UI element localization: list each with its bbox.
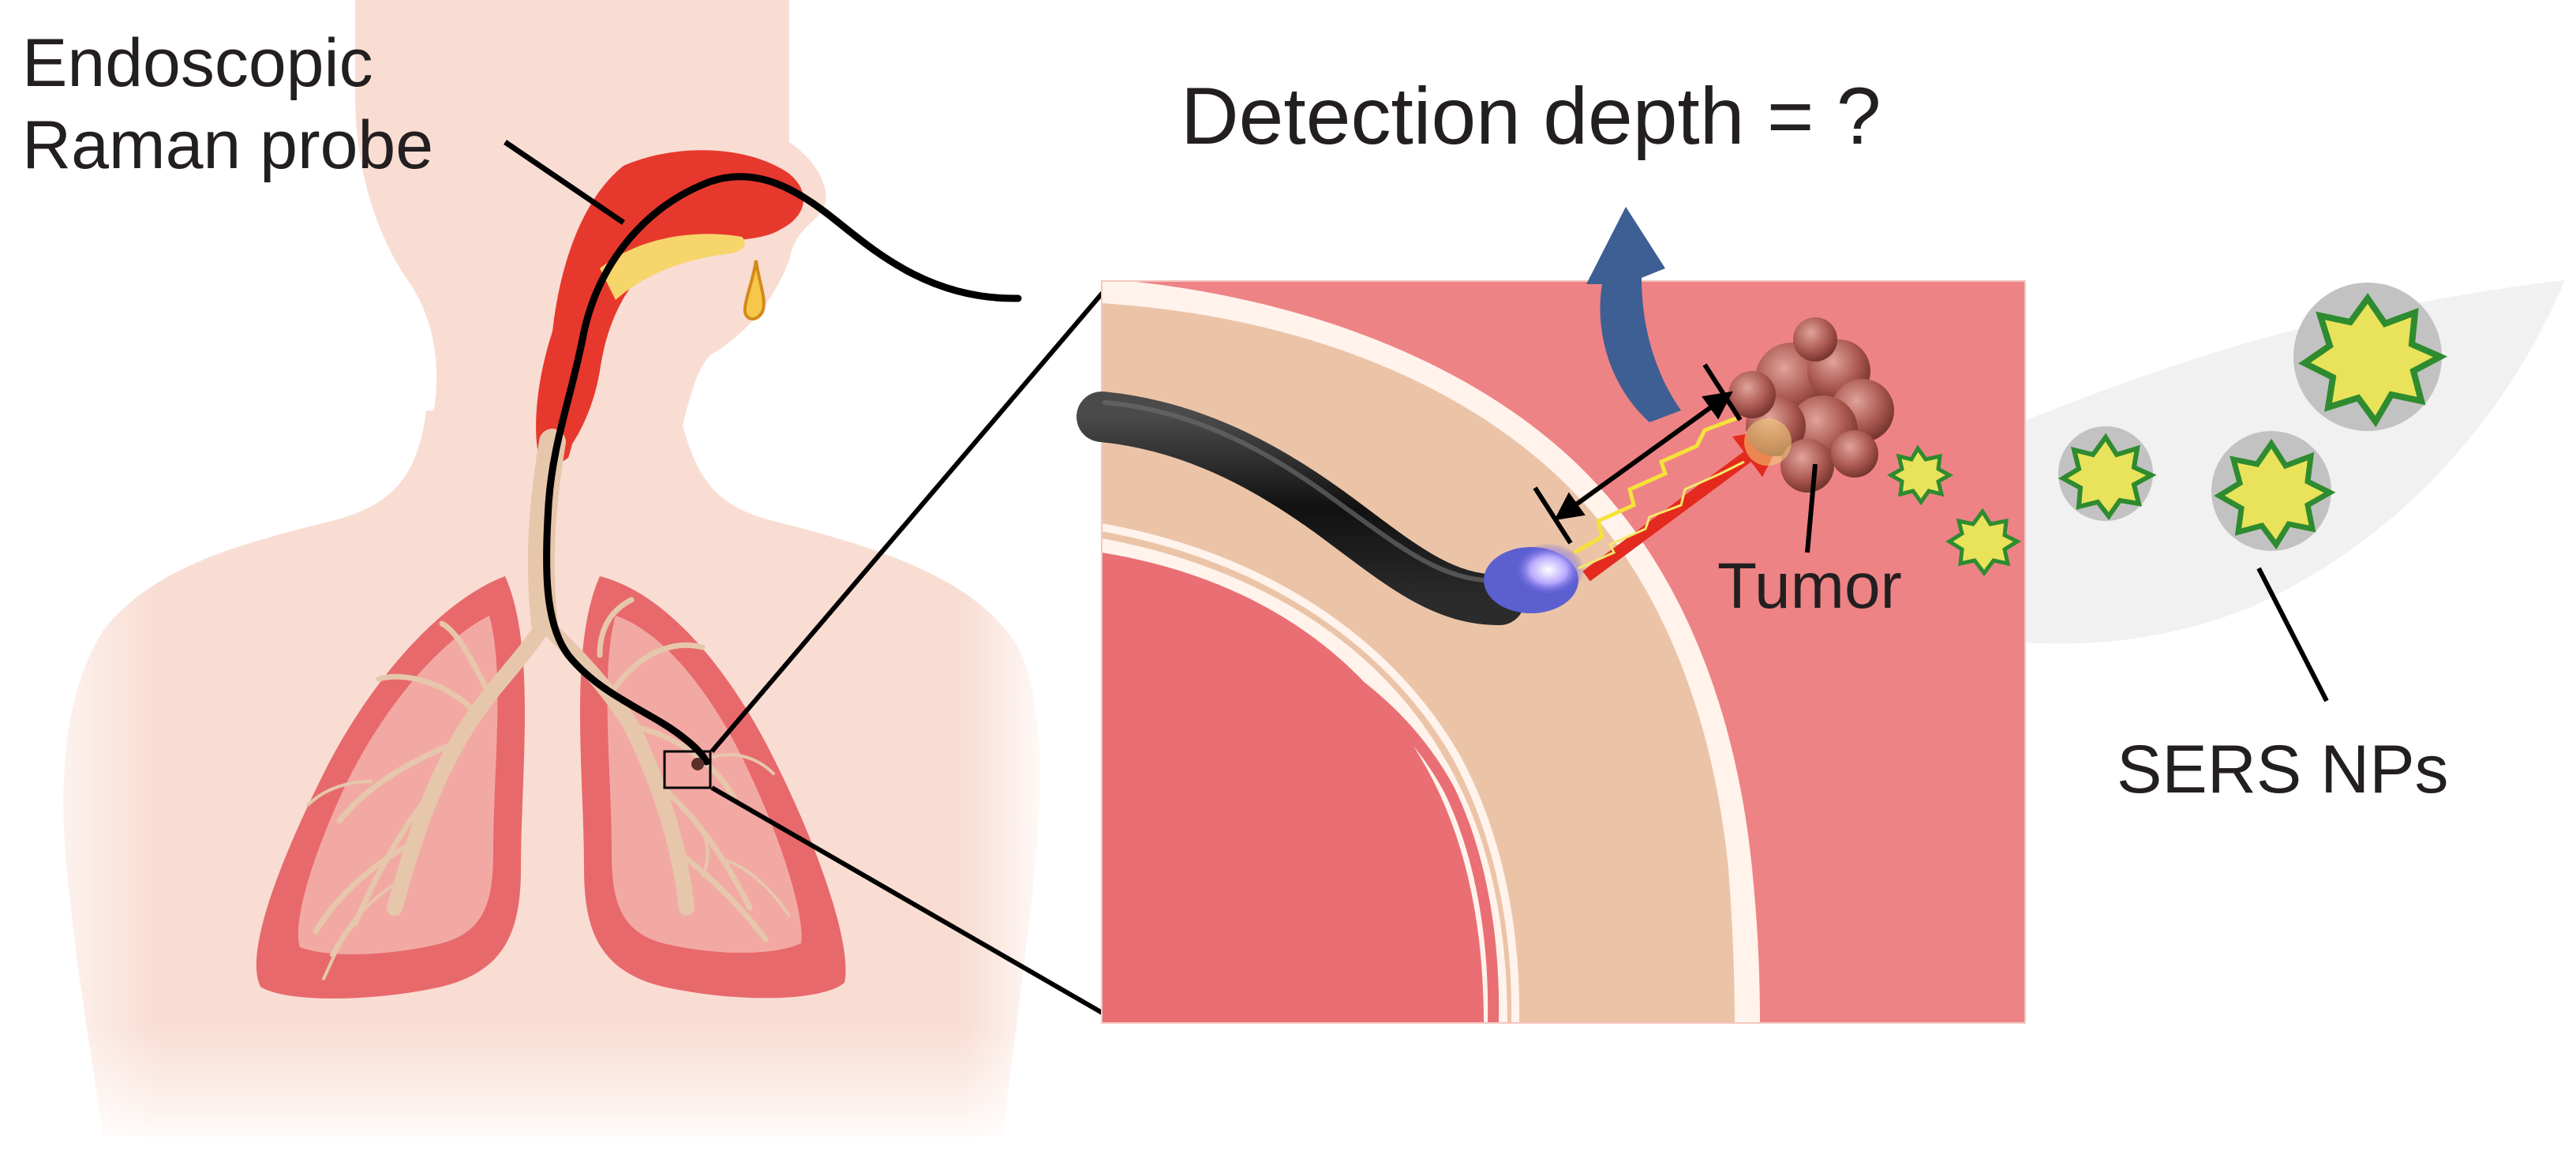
np-3 bbox=[2057, 426, 2157, 521]
np-1 bbox=[2293, 283, 2448, 431]
endoscope-highlight bbox=[1103, 400, 1486, 583]
nasal-cavity bbox=[536, 150, 804, 474]
np-4 bbox=[1886, 444, 1954, 506]
inset-panel bbox=[1076, 207, 2565, 1024]
endoscope-body bbox=[1076, 392, 1525, 625]
blue-curved-arrow-icon bbox=[1586, 207, 1681, 422]
depth-tick-end bbox=[1702, 363, 1743, 422]
tumor-label: Tumor bbox=[1717, 550, 1902, 622]
tumor bbox=[1728, 317, 1894, 493]
tissue-edge bbox=[1102, 579, 1500, 1023]
left-lung-inner bbox=[607, 616, 802, 954]
zoom-line-bottom bbox=[710, 785, 1116, 1022]
airway-tree bbox=[306, 429, 791, 980]
label-pointer-sers bbox=[2256, 567, 2329, 703]
airway-wall-inner-border bbox=[1102, 523, 1520, 1023]
depth-arrow bbox=[1554, 391, 1733, 521]
tumor-dot bbox=[691, 758, 704, 770]
probe-label-line1: Endoscopic bbox=[22, 25, 373, 101]
zoom-box bbox=[663, 750, 712, 789]
np-2 bbox=[2211, 431, 2336, 551]
lumen-dark bbox=[1102, 545, 1518, 1023]
endoscope-tip-glow bbox=[1512, 543, 1585, 597]
probe-label-line2: Raman probe bbox=[22, 107, 434, 183]
np-5 bbox=[1945, 508, 2022, 577]
label-pointer-probe bbox=[504, 140, 625, 225]
label-pointer-tumor bbox=[1805, 463, 1818, 553]
depth-tick-start bbox=[1533, 486, 1573, 545]
right-lung-inner bbox=[298, 616, 498, 955]
sers-nps-label: SERS NPs bbox=[2117, 732, 2449, 807]
probe-cable bbox=[543, 173, 1022, 766]
inset-frame bbox=[1101, 280, 2026, 1024]
probe-label: Endoscopic Raman probe bbox=[22, 22, 433, 186]
sers-nanoparticles bbox=[1886, 283, 2448, 577]
palate bbox=[600, 234, 745, 300]
droplet bbox=[743, 260, 766, 320]
detection-depth-question: Detection depth = ? bbox=[1181, 71, 1881, 161]
zoom-line-top bbox=[710, 281, 1114, 753]
